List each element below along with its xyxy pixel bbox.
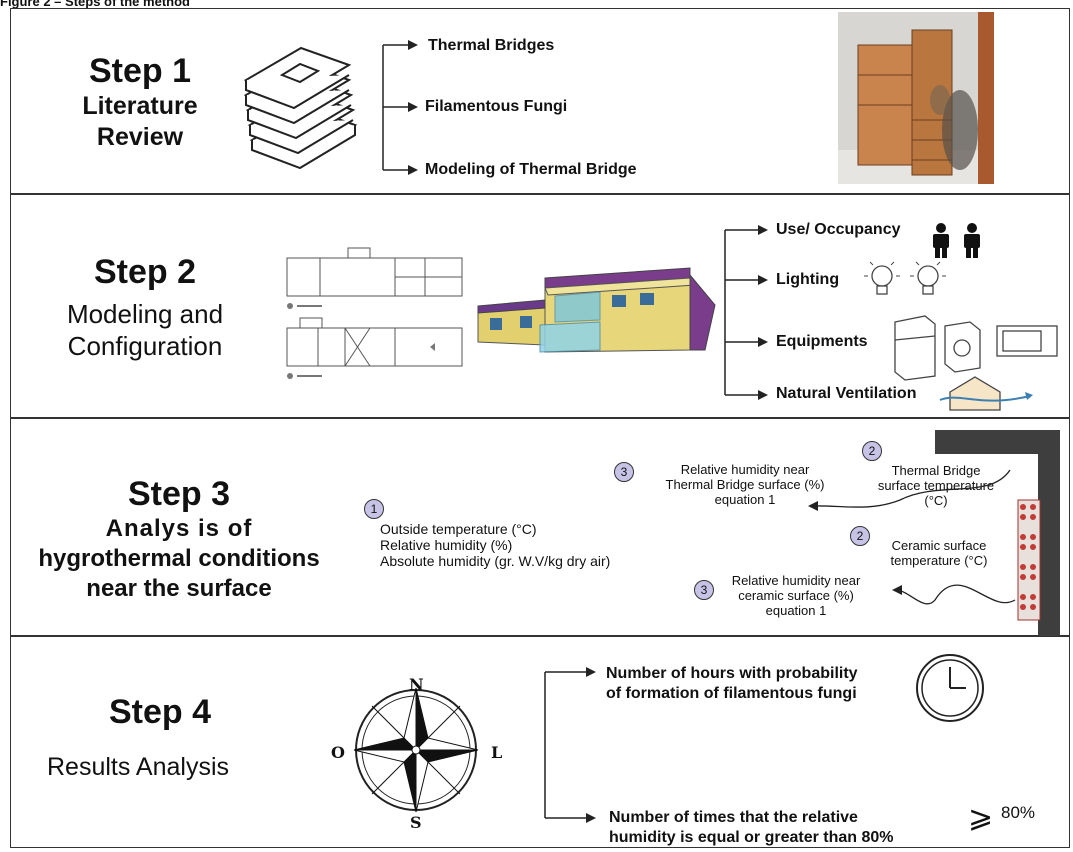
- step3-subtitle-3: near the surface: [86, 575, 272, 602]
- compass-east: L: [491, 743, 503, 762]
- input-relative-humidity: Relative humidity (%): [380, 537, 513, 553]
- result1-line-2: of formation of filamentous fungi: [606, 685, 857, 702]
- step3-badge-3-top: 3: [614, 462, 634, 482]
- step1-subtitle-2: Review: [96, 123, 184, 151]
- step1-item-modeling: Modeling of Thermal Bridge: [425, 161, 637, 178]
- compass-south: S: [410, 813, 422, 832]
- step2-item-occupancy: Use/ Occupancy: [776, 221, 901, 238]
- step1-item-filamentous-fungi: Filamentous Fungi: [425, 98, 568, 115]
- step3-panel: [10, 418, 1070, 636]
- compass-north: N: [409, 675, 424, 694]
- step2-item-lighting: Lighting: [776, 271, 840, 288]
- tb-temp-line-1: Thermal Bridge: [891, 463, 981, 478]
- step2-panel: [10, 194, 1070, 418]
- tb-surface-temp-label: Thermal Bridge surface temperature (°C): [862, 463, 1010, 508]
- step3-badge-2-bottom: 2: [850, 526, 870, 546]
- threshold-value: 80%: [1001, 803, 1036, 822]
- step3-title: Step 3: [127, 475, 231, 513]
- step3-heading: Step 3 Analys is of hygrothermal conditi…: [14, 475, 344, 604]
- figure-caption: Figure 2 – Steps of the method: [0, 0, 190, 9]
- step3-badge-1: 1: [364, 499, 384, 519]
- step2-subtitle-1: Modeling and: [66, 299, 224, 329]
- result-rh-times: Number of times that the relative humidi…: [609, 808, 894, 848]
- rh-ceramic-line-3: equation 1: [765, 603, 827, 618]
- rh-tb-line-2: Thermal Bridge surface (%): [665, 477, 825, 492]
- ceramic-temp-line-2: temperature (°C): [890, 553, 988, 568]
- input-absolute-humidity: Absolute humidity (gr. W.V/kg dry air): [380, 553, 611, 569]
- rh-ceramic-line-1: Relative humidity near: [731, 573, 861, 588]
- step3-subtitle-2: hygrothermal conditions: [38, 545, 320, 572]
- step4-panel: [10, 636, 1070, 848]
- step2-item-ventilation: Natural Ventilation: [776, 385, 917, 402]
- step3-badge-2-top: 2: [862, 441, 882, 461]
- rh-tb-line-1: Relative humidity near: [680, 462, 810, 477]
- step1-title: Step 1: [88, 52, 192, 90]
- rh-thermal-bridge-label: Relative humidity near Thermal Bridge su…: [640, 462, 850, 507]
- result-hours-fungi: Number of hours with probability of form…: [606, 664, 858, 704]
- step3-subtitle-1: Analys is of: [105, 515, 253, 542]
- tb-temp-line-3: (°C): [924, 493, 948, 508]
- step1-item-thermal-bridges: Thermal Bridges: [428, 37, 555, 54]
- step2-item-equipments: Equipments: [776, 333, 868, 350]
- step4-heading: Step 4: [60, 693, 260, 732]
- step3-badge-3-bottom: 3: [694, 580, 714, 600]
- step4-title: Step 4: [108, 693, 212, 731]
- rh-tb-line-3: equation 1: [714, 492, 776, 507]
- compass-west: O: [331, 743, 345, 762]
- step2-title: Step 2: [93, 253, 197, 291]
- ceramic-surface-temp-label: Ceramic surface temperature (°C): [868, 538, 1010, 568]
- step1-subtitle-1: Literature: [82, 92, 198, 120]
- result1-line-1: Number of hours with probability: [606, 665, 858, 682]
- step1-panel: [10, 8, 1070, 194]
- step2-heading: Step 2 Modeling and Configuration: [35, 253, 255, 362]
- input-outside-temperature: Outside temperature (°C): [380, 521, 537, 537]
- step4-subtitle: Results Analysis: [47, 753, 230, 781]
- step2-subtitle-2: Configuration: [67, 331, 223, 361]
- threshold-symbol: ⩾: [968, 800, 994, 835]
- ceramic-temp-line-1: Ceramic surface: [891, 538, 987, 553]
- result2-line-1: Number of times that the relative: [609, 809, 858, 826]
- step3-inputs: Outside temperature (°C) Relative humidi…: [380, 521, 610, 569]
- result2-line-2: humidity is equal or greater than 80%: [609, 829, 894, 846]
- rh-ceramic-label: Relative humidity near ceramic surface (…: [710, 573, 882, 618]
- step1-heading: Step 1 Literature Review: [40, 52, 240, 153]
- rh-ceramic-line-2: ceramic surface (%): [738, 588, 854, 603]
- tb-temp-line-2: surface temperature: [877, 478, 995, 493]
